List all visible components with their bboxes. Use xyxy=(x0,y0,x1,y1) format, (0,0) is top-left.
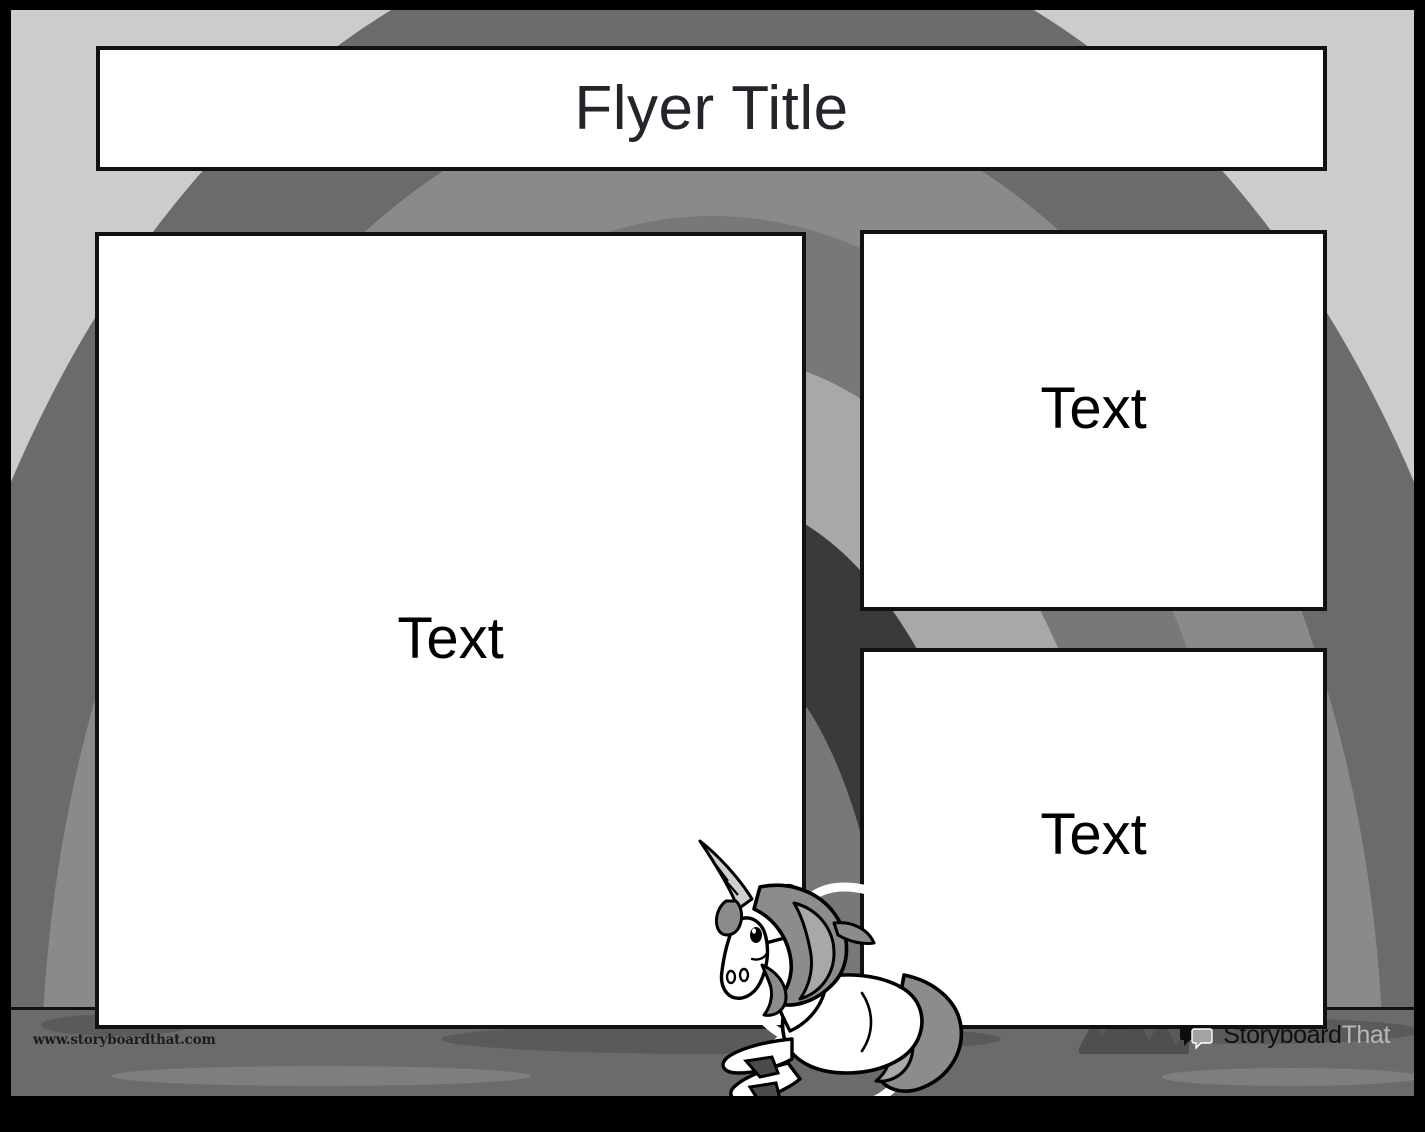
main-text-placeholder: Text xyxy=(397,605,504,671)
poster-stage: Flyer Title Text Text Text xyxy=(11,10,1414,1096)
bottom-right-text-box[interactable]: Text xyxy=(860,648,1327,1029)
page-title: Flyer Title xyxy=(574,73,849,143)
speech-bubble-icon xyxy=(1180,1024,1213,1050)
unicorn-illustration xyxy=(698,839,964,1096)
flyer-title-box[interactable]: Flyer Title xyxy=(96,46,1327,171)
top-right-text-box[interactable]: Text xyxy=(860,230,1327,611)
top-right-text-placeholder: Text xyxy=(1040,375,1147,441)
main-text-box[interactable]: Text xyxy=(95,232,806,1029)
logo-wordmark: StoryboardThat xyxy=(1223,1021,1390,1050)
bottom-right-text-placeholder: Text xyxy=(1040,801,1147,867)
site-url-watermark: www.storyboardthat.com xyxy=(33,1032,216,1048)
ground-shadow-5 xyxy=(1161,1068,1414,1086)
storyboardthat-logo[interactable]: StoryboardThat xyxy=(1180,1021,1390,1050)
logo-word-storyboard: Storyboard xyxy=(1223,1021,1342,1049)
ground-shadow-4 xyxy=(111,1066,531,1086)
logo-word-that: That xyxy=(1341,1021,1391,1049)
